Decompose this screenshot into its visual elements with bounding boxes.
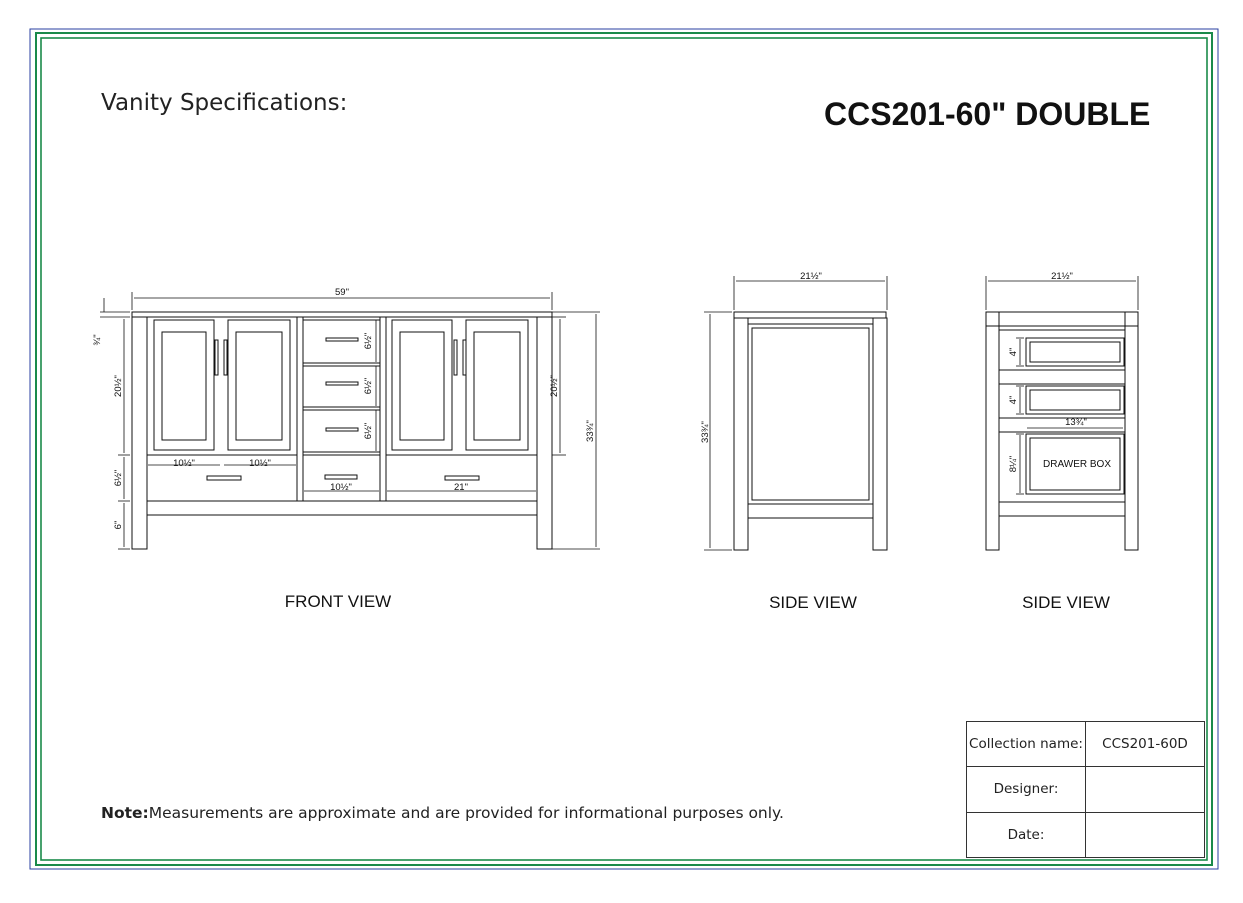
title-block-row-collection: Collection name: CCS201-60D	[966, 720, 1205, 768]
side-view-2-dimension-labels: 21½" 4" 4" 13¾" 8¼" DRAWER BOX	[1008, 271, 1111, 472]
side-view-label-1: SIDE VIEW	[769, 593, 857, 612]
front-dimension-labels: 59" ¾" 20½" 6½" 6" 10½" 10½" 6½" 6½" 6½"…	[92, 287, 596, 529]
designer-label: Designer:	[966, 766, 1086, 813]
title-block: Collection name: CCS201-60D Designer: Da…	[966, 720, 1205, 859]
dim-side2-depth: 21½"	[1051, 271, 1073, 282]
front-view-drawing	[131, 311, 553, 550]
side-view-1-dimension-labels: 21½" 33¾"	[700, 271, 822, 443]
dim-door-width-right: 10½"	[249, 458, 271, 469]
side-view-2-drawing	[985, 311, 1139, 551]
footnote: Note:Measurements are approximate and ar…	[101, 804, 784, 822]
note-label: Note:	[101, 804, 149, 822]
dim-side2-drawer-1: 4"	[1008, 348, 1019, 357]
dim-overall-height: 33¾"	[585, 420, 596, 442]
side-view-2-dimension-lines	[985, 276, 1139, 495]
side-view-label-2: SIDE VIEW	[1022, 593, 1110, 612]
dim-right-drawer-width: 21"	[454, 482, 468, 493]
dim-door-width-left: 10½"	[173, 458, 195, 469]
page-heading: Vanity Specifications:	[101, 90, 348, 116]
dim-bottom-drawer-height: 6½"	[113, 470, 124, 487]
dim-center-drawer-3: 6½"	[363, 423, 374, 440]
designer-value	[1085, 766, 1205, 813]
side-view-1-dimension-lines	[704, 276, 888, 551]
dim-center-drawer-2: 6½"	[363, 378, 374, 395]
dim-right-cabinet-height: 20½"	[549, 375, 560, 397]
title-block-row-designer: Designer:	[966, 766, 1205, 813]
dim-side2-drawer-2: 4"	[1008, 396, 1019, 405]
side-view-1-drawing	[733, 311, 888, 551]
dim-cabinet-height: 20½"	[113, 375, 124, 397]
collection-name-value: CCS201-60D	[1085, 720, 1205, 768]
dim-top-thickness: ¾"	[92, 334, 103, 345]
front-view-label: FRONT VIEW	[284, 592, 392, 611]
dim-drawer-box-height: 8¼"	[1008, 456, 1019, 473]
dim-drawer-box-width: 13¾"	[1065, 417, 1087, 428]
drawer-box-label: DRAWER BOX	[1043, 459, 1111, 470]
dim-leg-height: 6"	[113, 521, 124, 530]
collection-name-label: Collection name:	[966, 720, 1086, 768]
model-title: CCS201-60" DOUBLE	[824, 96, 1151, 132]
title-block-row-date: Date:	[966, 811, 1205, 859]
dim-side-depth: 21½"	[800, 271, 822, 282]
date-value	[1085, 811, 1205, 859]
note-text: Measurements are approximate and are pro…	[148, 804, 784, 822]
date-label: Date:	[966, 811, 1086, 859]
dim-center-drawer-width: 10½"	[330, 482, 352, 493]
sheet-border	[29, 28, 1219, 870]
front-dimension-lines	[100, 292, 600, 550]
dim-center-drawer-1: 6½"	[363, 333, 374, 350]
dim-side-height: 33¾"	[700, 421, 711, 443]
dim-overall-width: 59"	[335, 287, 349, 298]
